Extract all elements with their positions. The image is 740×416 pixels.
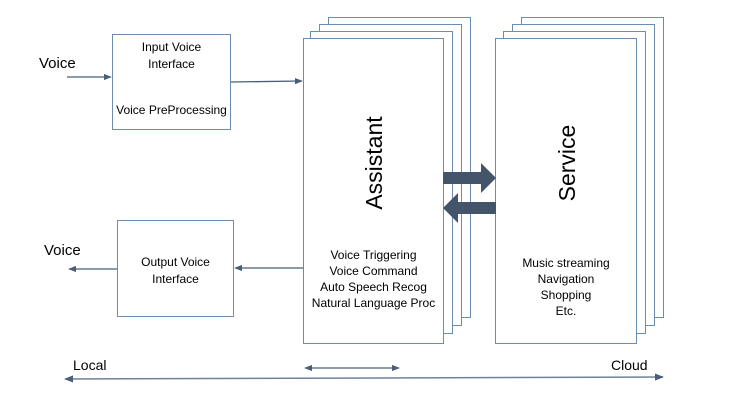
output-voice-interface-box: Output Voice Interface — [117, 220, 234, 317]
service-item-2: Navigation — [537, 272, 595, 286]
assistant-box: Assistant Voice Triggering Voice Command… — [303, 38, 444, 344]
assistant-item-1: Voice Triggering — [330, 248, 417, 262]
input-to-assistant-arrow — [230, 77, 303, 85]
input-box-title-line2: Interface — [148, 57, 195, 71]
assistant-item-3: Auto Speech Recog — [320, 280, 427, 294]
assistant-item-2: Voice Command — [329, 264, 418, 278]
assistant-title: Assistant — [361, 116, 387, 210]
assistant-item-4: Natural Language Proc — [311, 296, 436, 310]
output-box-line1: Output Voice — [141, 255, 210, 269]
input-voice-interface-box: Input Voice Interface Voice PreProcessin… — [112, 34, 231, 130]
output-box-line2: Interface — [152, 272, 199, 286]
service-item-4: Etc. — [555, 304, 577, 318]
input-voice-label: Voice — [39, 55, 76, 72]
service-item-3: Shopping — [540, 288, 592, 302]
output-voice-label: Voice — [44, 242, 81, 259]
input-box-subtitle: Voice PreProcessing — [116, 103, 227, 117]
service-title: Service — [554, 124, 580, 202]
input-box-title-line1: Input Voice — [141, 40, 202, 54]
service-item-1: Music streaming — [522, 256, 610, 270]
service-box: Service Music streaming Navigation Shopp… — [495, 38, 637, 344]
axis-right-label: Cloud — [611, 357, 648, 373]
local-cloud-axis-arrow — [64, 373, 664, 383]
axis-left-label: Local — [73, 357, 107, 373]
